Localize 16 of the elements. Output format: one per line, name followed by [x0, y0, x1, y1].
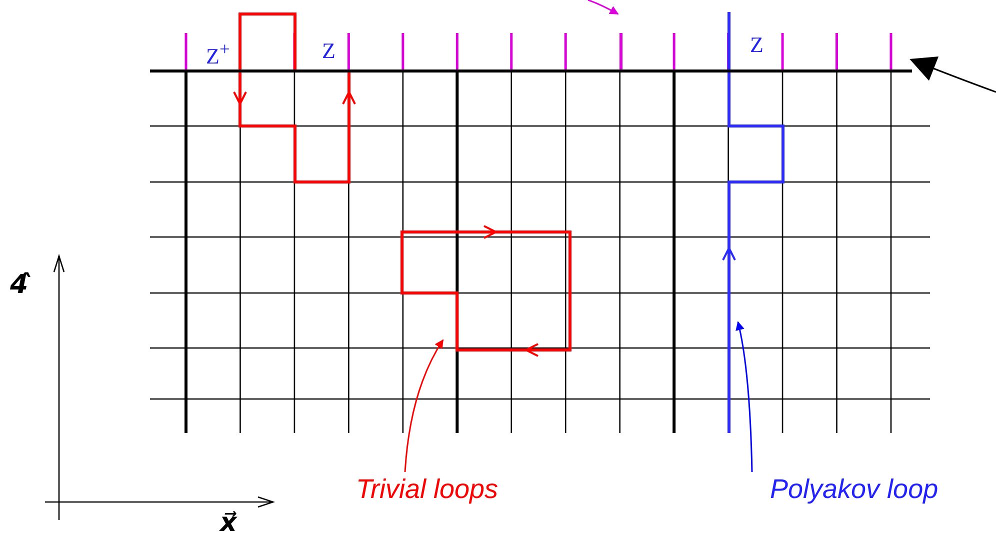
link-mark: [620, 33, 622, 71]
closed-loop: [400, 225, 572, 357]
axis-label: x⃗: [220, 510, 237, 536]
link-label: Z: [750, 34, 764, 56]
loop-label: Polyakov loop: [770, 474, 938, 505]
loop-label: Trivial loops: [356, 474, 498, 505]
pointer-arrow: [910, 56, 996, 93]
leader-line: [735, 321, 753, 472]
axis-label: 4̂: [10, 272, 28, 298]
winding-loop-line: [722, 12, 784, 433]
boundary-line: [150, 70, 912, 72]
closed-loop: [233, 12, 356, 184]
link-label: Z$^{+}$: [206, 40, 230, 68]
pointer-arrow: [588, 0, 619, 15]
leader-line: [404, 339, 444, 472]
link-label: Z: [322, 40, 336, 62]
